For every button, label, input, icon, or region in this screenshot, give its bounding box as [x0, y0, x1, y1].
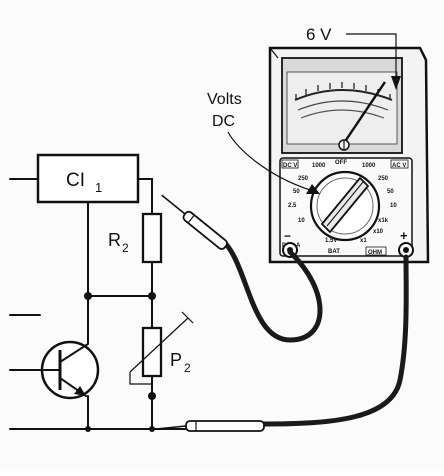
pot-p2-subscript: 2	[184, 361, 191, 375]
dial-label-1-5v: 1.5V	[325, 238, 337, 244]
resistor-r2-label: R	[108, 230, 121, 250]
dial-label-2-5: 2.5	[288, 203, 297, 209]
voltage-reading-label: 6 V	[306, 25, 332, 44]
acv-label-box	[390, 159, 409, 169]
meter-needle	[343, 81, 386, 144]
dial-label-x1k: x1k	[378, 218, 389, 224]
dial-label-acv: AC V	[392, 163, 406, 169]
body-edge	[269, 47, 279, 59]
voltage-callout-line	[346, 33, 397, 78]
pot-p2-label: P	[170, 350, 182, 370]
negative-probe[interactable]	[159, 191, 229, 250]
positive-terminal-hole	[403, 247, 409, 253]
meter-scale-arc	[294, 89, 393, 101]
dial-label-10-right: 10	[390, 203, 397, 209]
multimeter: DC V AC V OFF 1000 1000 250 250 50 50 2.…	[268, 46, 430, 264]
dial-label-10-left: 10	[298, 218, 305, 224]
positive-test-lead-cable	[259, 254, 409, 427]
meter-scale-arc	[300, 109, 385, 119]
terminal-minus-label: −	[284, 229, 291, 243]
terminal-plus-label: +	[400, 228, 408, 243]
ohm-label-box	[365, 246, 387, 256]
junction-dot	[149, 426, 155, 432]
function-label-dc: DC	[212, 113, 235, 130]
ic-ci1-subscript: 1	[95, 180, 102, 195]
pot-adjust-arrow	[129, 317, 189, 373]
dial-label-50-left: 50	[293, 189, 300, 195]
resistor-r2	[141, 212, 163, 264]
positive-probe[interactable]	[155, 420, 265, 432]
negative-test-lead-cable	[219, 237, 323, 343]
junction-dot	[148, 292, 156, 300]
ic-ci1-label: CI	[66, 170, 85, 191]
dial-pointer-line	[326, 181, 364, 227]
dial-label-x1: x1	[360, 238, 367, 244]
resistor-r2-subscript: 2	[122, 241, 129, 255]
ic-ci1-box	[36, 153, 140, 204]
transistor-collector	[59, 339, 89, 363]
meter-scale-arc	[297, 100, 389, 111]
dial-label-1000-left: 1000	[312, 163, 326, 169]
dial-label-dcv: DC V	[283, 163, 297, 169]
junction-dot	[148, 392, 156, 400]
transistor-emitter-arrow	[74, 386, 86, 396]
dial-label-250-right: 250	[378, 176, 389, 182]
dial-label-50-right: 50	[387, 189, 394, 195]
transistor-symbol	[40, 340, 100, 400]
ic-output-wire	[137, 178, 153, 215]
function-label-volts: Volts	[207, 91, 242, 108]
junction-dot	[84, 292, 92, 300]
dial-label-off: OFF	[335, 160, 347, 166]
pot-wiper-wire	[129, 372, 152, 385]
function-callout-line	[227, 131, 311, 191]
pot-adjust-arrow-head	[181, 311, 194, 324]
dial-label-ohm: OHM	[368, 250, 382, 256]
dial-label-x10: x10	[373, 229, 384, 235]
dial-label-bat: BAT	[328, 249, 340, 255]
dial-inner-ring	[316, 177, 374, 235]
voltage-callout-arrowhead	[391, 76, 401, 90]
junction-dot	[85, 426, 91, 432]
dcv-label-box	[281, 159, 299, 169]
dial-label-250-left: 250	[298, 176, 309, 182]
dial-label-1000-right: 1000	[362, 163, 376, 169]
function-callout-arrowhead	[306, 184, 320, 194]
